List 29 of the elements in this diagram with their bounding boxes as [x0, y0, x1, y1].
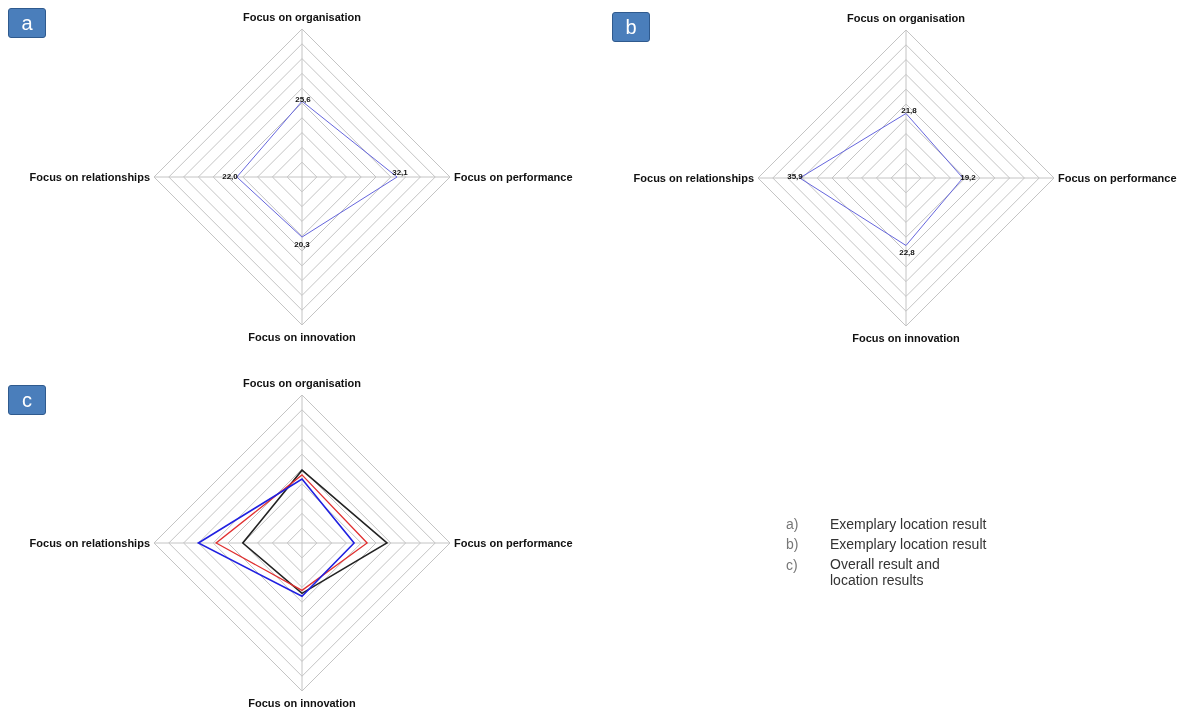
- value-label: 35,9: [787, 172, 803, 182]
- legend-letter: a): [786, 515, 799, 533]
- panel-letter-badge: a: [8, 8, 46, 38]
- axis-label: Focus on performance: [454, 170, 573, 184]
- panel-letter-badge: c: [8, 385, 46, 415]
- value-label: 20,3: [294, 240, 310, 250]
- value-label: 22,0: [222, 172, 238, 182]
- value-label: 21,8: [901, 106, 917, 116]
- axis-label: Focus on innovation: [852, 331, 960, 345]
- axis-label: Focus on organisation: [847, 11, 965, 25]
- panel-letter-badge: b: [612, 12, 650, 42]
- axis-label: Focus on relationships: [29, 536, 150, 550]
- value-label: 22,8: [899, 248, 915, 258]
- value-label: 32,1: [392, 168, 408, 178]
- axis-label: Focus on performance: [454, 536, 573, 550]
- axis-label: Focus on innovation: [248, 696, 356, 709]
- axis-label: Focus on relationships: [633, 171, 754, 185]
- legend-text: Exemplary location result: [830, 535, 987, 553]
- legend-text: Overall result and location results: [830, 556, 941, 589]
- axis-label: Focus on innovation: [248, 330, 356, 344]
- value-label: 19,2: [960, 173, 976, 183]
- legend-letter: c): [786, 556, 798, 574]
- value-label: 25,6: [295, 95, 311, 105]
- axis-label: Focus on performance: [1058, 171, 1177, 185]
- legend-letter: b): [786, 535, 799, 553]
- axis-label: Focus on organisation: [243, 376, 361, 390]
- axis-label: Focus on organisation: [243, 10, 361, 24]
- axis-label: Focus on relationships: [29, 170, 150, 184]
- legend-text: Exemplary location result: [830, 515, 987, 533]
